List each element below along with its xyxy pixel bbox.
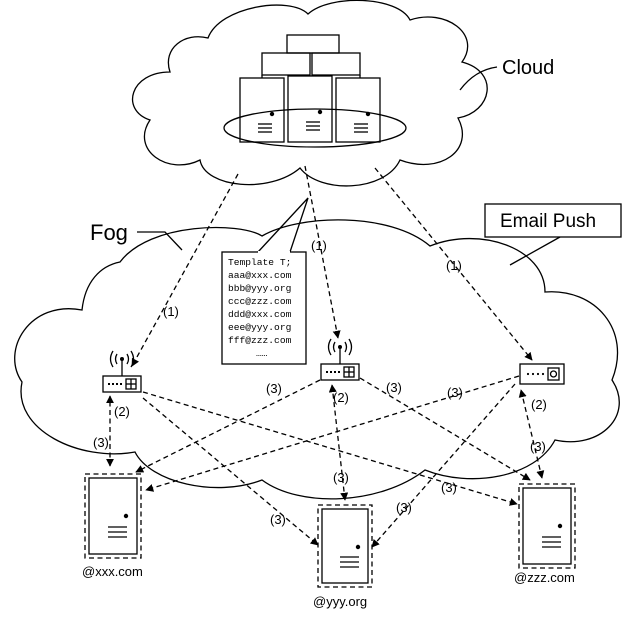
template-line: …… xyxy=(256,348,268,359)
fog-node-left xyxy=(102,350,142,393)
arrow-step1-middle xyxy=(304,165,341,339)
step-label: (2) xyxy=(333,390,349,405)
mail-server-xxx xyxy=(84,473,142,559)
arrow-step3-right-yyy xyxy=(371,383,516,548)
arrow-step3-left-yyy xyxy=(142,397,319,546)
server-platform xyxy=(223,108,407,148)
step-label: (2) xyxy=(114,404,130,419)
step-label: (2) xyxy=(531,397,547,412)
step-label: (1) xyxy=(446,258,462,273)
arrow-step2-right xyxy=(518,389,545,479)
step-label: (3) xyxy=(93,435,109,450)
step-label: (3) xyxy=(270,512,286,527)
mail-server-xxx-label: @xxx.com xyxy=(82,564,143,579)
cloud-label-leader xyxy=(459,66,498,91)
template-line: aaa@xxx.com xyxy=(228,270,292,281)
template-line: ddd@xxx.com xyxy=(228,309,292,320)
cloud-server-3 xyxy=(335,77,381,143)
template-line: bbb@yyy.org xyxy=(228,283,291,294)
step-label: (3) xyxy=(386,380,402,395)
arrow-step1-left xyxy=(131,173,239,367)
cloud-server-cluster xyxy=(223,34,407,148)
template-line: eee@yyy.org xyxy=(228,322,291,333)
fog-label: Fog xyxy=(90,220,128,245)
arrow-step3-middle-zzz xyxy=(359,377,531,481)
cloud-shape xyxy=(132,0,488,187)
email-push-label: Email Push xyxy=(500,211,596,232)
email-push-leader xyxy=(509,236,561,266)
arrow-step3-middle-xxx xyxy=(135,379,321,473)
cloud-server-2 xyxy=(287,75,333,143)
template-line: fff@zzz.com xyxy=(228,335,292,346)
wifi-antenna-icon xyxy=(327,338,353,364)
step-label: (3) xyxy=(441,480,457,495)
cloud-server-1 xyxy=(239,77,285,143)
mail-server-yyy-label: @yyy.org xyxy=(313,594,367,609)
fog-label-leader xyxy=(137,231,183,251)
step-label: (3) xyxy=(396,500,412,515)
arrow-step3-right-xxx xyxy=(145,375,520,492)
template-document: Template T; aaa@xxx.com bbb@yyy.org ccc@… xyxy=(221,197,309,365)
arrow-step1-right xyxy=(374,167,533,361)
step-label: (3) xyxy=(447,385,463,400)
template-line: ccc@zzz.com xyxy=(228,296,292,307)
email-push-box xyxy=(484,203,622,238)
step-label: (3) xyxy=(266,381,282,396)
template-line: Template T; xyxy=(228,257,291,268)
fog-cloud-shape xyxy=(14,219,620,500)
server-rack-mid-right xyxy=(311,52,361,76)
step-label: (1) xyxy=(311,238,327,253)
mail-server-yyy xyxy=(317,504,373,588)
arrow-step3-left-zzz xyxy=(142,391,518,506)
fog-node-right xyxy=(519,363,565,385)
mail-server-zzz xyxy=(518,483,576,569)
server-rack-mid-left xyxy=(261,52,311,76)
step-label: (3) xyxy=(530,439,546,454)
step-label: (1) xyxy=(163,304,179,319)
wifi-antenna-icon xyxy=(109,350,135,376)
arrow-step2-middle xyxy=(328,384,349,501)
server-rack-top xyxy=(286,34,340,54)
cloud-label: Cloud xyxy=(502,57,554,79)
mail-server-zzz-label: @zzz.com xyxy=(514,570,575,585)
step-label: (3) xyxy=(333,470,349,485)
fog-node-middle xyxy=(320,338,360,381)
